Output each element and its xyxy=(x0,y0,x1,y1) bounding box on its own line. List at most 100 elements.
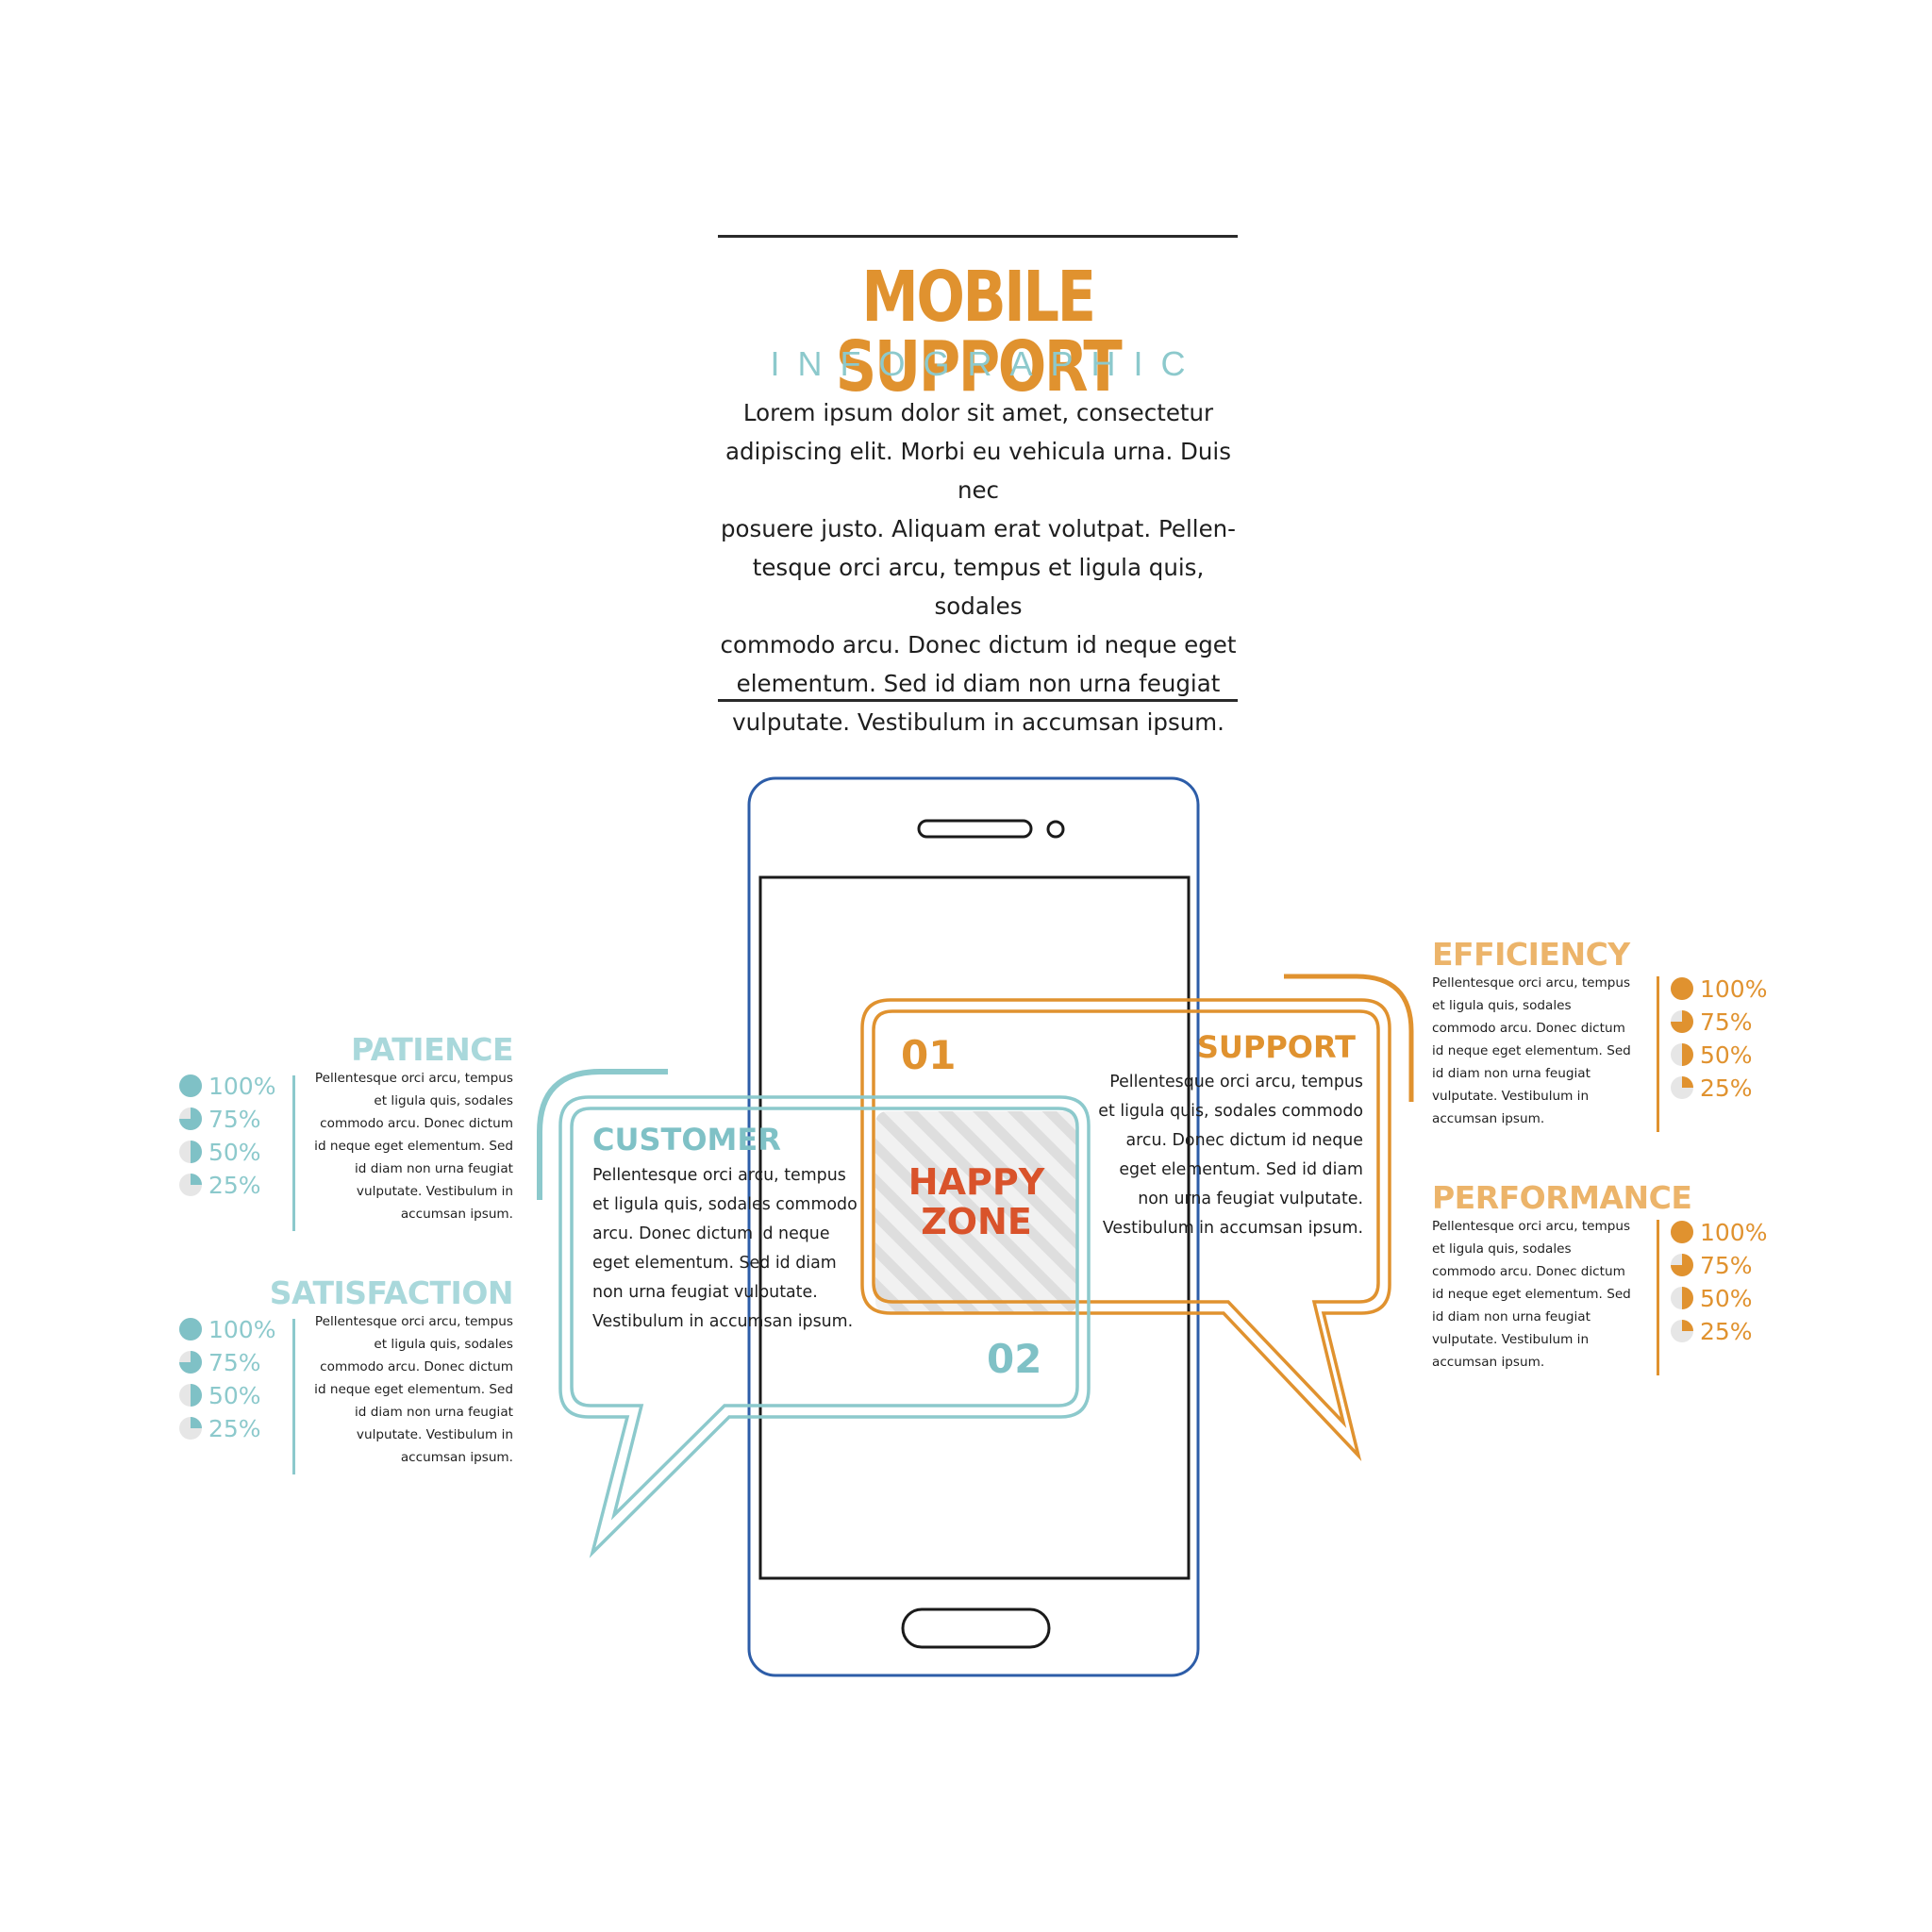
efficiency-pie-fill-icon xyxy=(1682,1076,1693,1088)
performance-level-25: 25% xyxy=(1700,1317,1753,1345)
orange-arc-accent xyxy=(1284,974,1414,1102)
patience-pie-fill-icon xyxy=(179,1074,202,1097)
satisfaction-pie-fill-icon xyxy=(179,1318,202,1341)
satisfaction-level-100: 100% xyxy=(208,1315,276,1343)
efficiency-pie-fill-icon xyxy=(1682,1043,1693,1066)
intro-line: commodo arcu. Donec dictum id neque eget xyxy=(720,631,1237,658)
satisfaction-text: Pellentesque orci arcu, tempus et ligula… xyxy=(296,1310,513,1469)
performance-pie-fill-icon xyxy=(1671,1254,1693,1276)
intro-line: tesque orci arcu, tempus et ligula quis,… xyxy=(752,554,1205,620)
patience-text-line: commodo arcu. Donec dictum xyxy=(320,1116,513,1131)
patience-level-75: 75% xyxy=(208,1105,261,1133)
support-bubble-outer xyxy=(860,998,1391,1462)
satisfaction-title: SATISFACTION xyxy=(269,1274,514,1311)
support-text-line: et ligula quis, sodales commodo xyxy=(1098,1102,1363,1121)
performance-level-75: 75% xyxy=(1700,1251,1753,1279)
customer-text-line: Vestibulum in accumsan ipsum. xyxy=(592,1312,854,1331)
teal-arc-accent xyxy=(537,1069,668,1200)
patience-title: PATIENCE xyxy=(351,1031,513,1068)
performance-pie-fill-icon xyxy=(1671,1221,1693,1243)
patience-text-line: vulputate. Vestibulum in xyxy=(356,1184,513,1199)
satisfaction-text-line: id diam non urna feugiat xyxy=(355,1405,513,1420)
patience-level-icons xyxy=(179,1074,202,1196)
customer-bubble-outer xyxy=(558,1095,1091,1558)
efficiency-level-50: 50% xyxy=(1700,1041,1753,1069)
performance-divider xyxy=(1657,1220,1659,1375)
efficiency-divider xyxy=(1657,976,1659,1132)
happy-zone-line2: ZONE xyxy=(921,1201,1032,1242)
patience-pie-fill-icon xyxy=(179,1108,202,1130)
performance-text-line: vulputate. Vestibulum in xyxy=(1432,1332,1590,1347)
satisfaction-text-line: id neque eget elementum. Sed xyxy=(314,1382,513,1397)
customer-bubble-inner xyxy=(570,1107,1079,1521)
performance-text-line: accumsan ipsum. xyxy=(1432,1355,1545,1370)
satisfaction-level-25: 25% xyxy=(208,1414,261,1442)
support-text: Pellentesque orci arcu, tempus et ligula… xyxy=(1080,1068,1363,1243)
satisfaction-divider xyxy=(292,1319,295,1474)
infographic-subtitle: INFOGRAPHIC xyxy=(770,344,1204,383)
performance-text-line: commodo arcu. Donec dictum xyxy=(1432,1264,1625,1279)
support-title: SUPPORT xyxy=(1196,1029,1356,1065)
satisfaction-pie-fill-icon xyxy=(191,1384,202,1407)
customer-text-line: eget elementum. Sed id diam xyxy=(592,1254,837,1273)
efficiency-level-100: 100% xyxy=(1700,974,1768,1003)
patience-text-line: id diam non urna feugiat xyxy=(355,1161,513,1176)
satisfaction-level-75: 75% xyxy=(208,1348,261,1376)
patience-text: Pellentesque orci arcu, tempus et ligula… xyxy=(296,1067,513,1225)
patience-text-line: et ligula quis, sodales xyxy=(374,1093,513,1108)
performance-text-line: id diam non urna feugiat xyxy=(1432,1309,1591,1324)
performance-level-50: 50% xyxy=(1700,1284,1753,1312)
performance-pie-fill-icon xyxy=(1682,1287,1693,1309)
customer-text-line: Pellentesque orci arcu, tempus xyxy=(592,1166,846,1185)
satisfaction-text-line: commodo arcu. Donec dictum xyxy=(320,1359,513,1374)
happy-zone-area xyxy=(875,1111,1077,1313)
satisfaction-text-line: Pellentesque orci arcu, tempus xyxy=(314,1314,513,1329)
support-bubble-inner xyxy=(872,1009,1380,1428)
performance-pie-fill-icon xyxy=(1682,1320,1693,1331)
patience-text-line: accumsan ipsum. xyxy=(400,1207,513,1222)
intro-line: posuere justo. Aliquam erat volutpat. Pe… xyxy=(720,515,1237,542)
phone-speaker xyxy=(917,819,1033,839)
patience-text-line: id neque eget elementum. Sed xyxy=(314,1139,513,1154)
performance-level-100: 100% xyxy=(1700,1218,1768,1246)
patience-text-line: Pellentesque orci arcu, tempus xyxy=(314,1071,513,1086)
customer-text-line: arcu. Donec dictum id neque xyxy=(592,1224,830,1243)
intro-line: adipiscing elit. Morbi eu vehicula urna.… xyxy=(724,438,1231,504)
support-text-line: eget elementum. Sed id diam xyxy=(1119,1160,1363,1179)
satisfaction-text-line: vulputate. Vestibulum in xyxy=(356,1427,513,1442)
efficiency-level-75: 75% xyxy=(1700,1008,1753,1036)
efficiency-level-icons xyxy=(1671,977,1693,1099)
support-text-line: arcu. Donec dictum id neque xyxy=(1125,1131,1363,1150)
performance-text-line: Pellentesque orci arcu, tempus xyxy=(1432,1219,1631,1234)
infographic-title: MOBILE SUPPORT xyxy=(835,257,1123,408)
efficiency-text-line: commodo arcu. Donec dictum xyxy=(1432,1021,1625,1036)
support-number: 01 xyxy=(901,1032,957,1078)
patience-level-50: 50% xyxy=(208,1138,261,1166)
efficiency-text-line: vulputate. Vestibulum in xyxy=(1432,1089,1590,1104)
intro-line: elementum. Sed id diam non urna feugiat xyxy=(736,670,1221,697)
support-text-line: non urna feugiat vulputate. xyxy=(1138,1190,1363,1208)
performance-text-line: id neque eget elementum. Sed xyxy=(1432,1287,1631,1302)
performance-text: Pellentesque orci arcu, tempus et ligula… xyxy=(1432,1215,1649,1374)
customer-text: Pellentesque orci arcu, tempus et ligula… xyxy=(592,1161,875,1337)
patience-level-100: 100% xyxy=(208,1072,276,1100)
satisfaction-level-50: 50% xyxy=(208,1381,261,1409)
efficiency-pie-fill-icon xyxy=(1671,977,1693,1000)
satisfaction-pie-fill-icon xyxy=(191,1417,202,1428)
satisfaction-text-line: et ligula quis, sodales xyxy=(374,1337,513,1352)
patience-pie-fill-icon xyxy=(191,1141,202,1163)
satisfaction-pie-fill-icon xyxy=(179,1351,202,1374)
customer-text-line: et ligula quis, sodales commodo xyxy=(592,1195,858,1214)
efficiency-text-line: Pellentesque orci arcu, tempus xyxy=(1432,975,1631,991)
support-text-line: Pellentesque orci arcu, tempus xyxy=(1109,1073,1363,1091)
satisfaction-level-icons xyxy=(179,1318,202,1440)
customer-title: CUSTOMER xyxy=(592,1122,781,1158)
efficiency-level-25: 25% xyxy=(1700,1074,1753,1102)
efficiency-text-line: id diam non urna feugiat xyxy=(1432,1066,1591,1081)
efficiency-title: EFFICIENCY xyxy=(1432,936,1630,973)
happy-zone-line1: HAPPY xyxy=(908,1161,1045,1203)
performance-text-line: et ligula quis, sodales xyxy=(1432,1241,1572,1257)
efficiency-pie-fill-icon xyxy=(1671,1010,1693,1033)
phone-camera xyxy=(1046,820,1065,839)
